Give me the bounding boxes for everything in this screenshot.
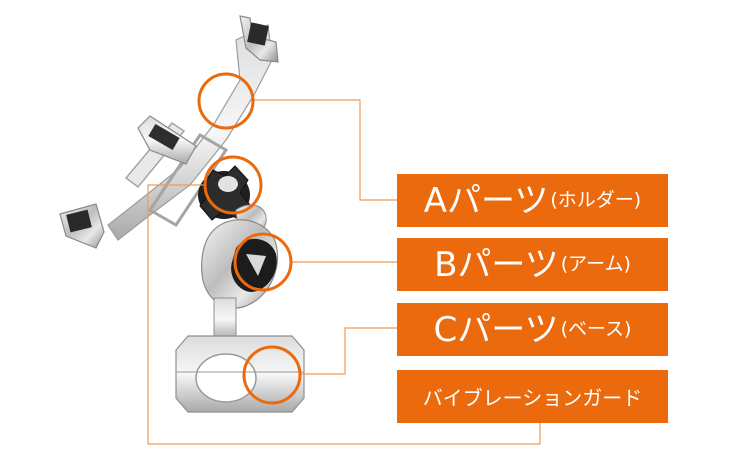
callout-circle-b — [233, 232, 293, 292]
label-b-sub: (アーム) — [560, 253, 631, 275]
arm-joint — [201, 204, 279, 309]
label-a-main: Aパーツ — [423, 180, 549, 221]
base-clamp — [175, 297, 305, 413]
label-vibration-guard: バイブレーションガード — [397, 370, 668, 423]
phone-holder-mount-illustration — [59, 15, 305, 413]
label-c-parts-base: Cパーツ (ベース) — [397, 303, 668, 356]
callout-circle-d — [203, 155, 263, 215]
label-d-main: バイブレーションガード — [422, 386, 643, 410]
holder-frame — [59, 15, 279, 249]
callout-circle-c — [242, 345, 302, 405]
label-c-sub: (ベース) — [560, 318, 632, 340]
leader-line-c — [300, 327, 397, 375]
callout-circles — [197, 72, 302, 405]
holder-knob — [198, 165, 251, 221]
leader-line-a — [254, 99, 397, 201]
label-a-sub: (ホルダー) — [550, 189, 642, 211]
label-b-parts-arm: Bパーツ (アーム) — [397, 238, 668, 291]
label-c-main: Cパーツ — [433, 309, 559, 350]
callout-circle-a — [197, 72, 255, 130]
label-a-parts-holder: Aパーツ (ホルダー) — [397, 174, 668, 227]
leader-line-d — [147, 184, 541, 445]
label-b-main: Bパーツ — [434, 244, 559, 285]
leader-lines — [147, 99, 541, 445]
